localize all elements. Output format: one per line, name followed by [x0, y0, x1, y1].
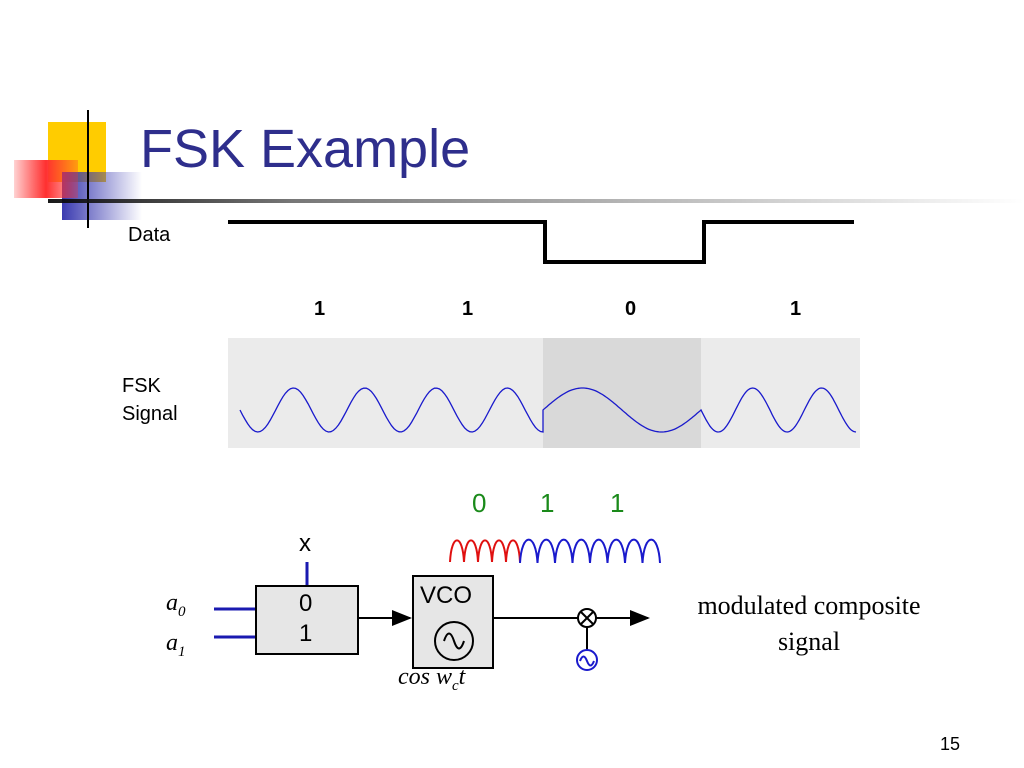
data-bit-2: 1	[462, 298, 474, 320]
mod-bit-2: 1	[540, 488, 555, 518]
data-bit-1: 1	[314, 298, 326, 320]
carrier-label: cos wct	[398, 664, 466, 694]
fsk-label-line1: FSK	[122, 375, 161, 397]
output-label: modulated composite signal	[664, 588, 954, 660]
oscillator-icon	[434, 621, 474, 661]
data-label: Data	[128, 224, 171, 246]
mod-bit-1: 0	[472, 488, 487, 518]
fsk-waveform	[239, 387, 857, 433]
data-waveform	[228, 220, 854, 264]
oscillator-sine	[443, 632, 465, 650]
blue-waveform	[519, 538, 661, 564]
mux-value-1: 1	[299, 620, 313, 647]
data-bit-3: 0	[625, 298, 637, 320]
title-decoration	[14, 110, 142, 228]
fsk-signal-panel	[228, 338, 860, 448]
page-title: FSK Example	[140, 119, 471, 179]
red-waveform	[449, 539, 521, 563]
page-number: 15	[940, 734, 961, 754]
fsk-label-line2: Signal	[122, 403, 178, 425]
output-label-line2: signal	[777, 627, 841, 656]
red-bar	[14, 160, 78, 198]
output-label-line1: modulated composite	[697, 591, 921, 620]
data-bit-4: 1	[790, 298, 802, 320]
fsk-label: FSK Signal	[122, 372, 178, 428]
mod-bit-3: 1	[610, 488, 625, 518]
vco-label: VCO	[420, 582, 473, 609]
carrier-source-icon	[576, 649, 598, 671]
mux-box	[255, 585, 359, 655]
title-underline	[48, 199, 1024, 203]
input-a1-label: a1	[166, 630, 186, 660]
select-label: x	[299, 530, 311, 557]
mux-value-0: 0	[299, 590, 313, 617]
input-a0-label: a0	[166, 590, 186, 620]
